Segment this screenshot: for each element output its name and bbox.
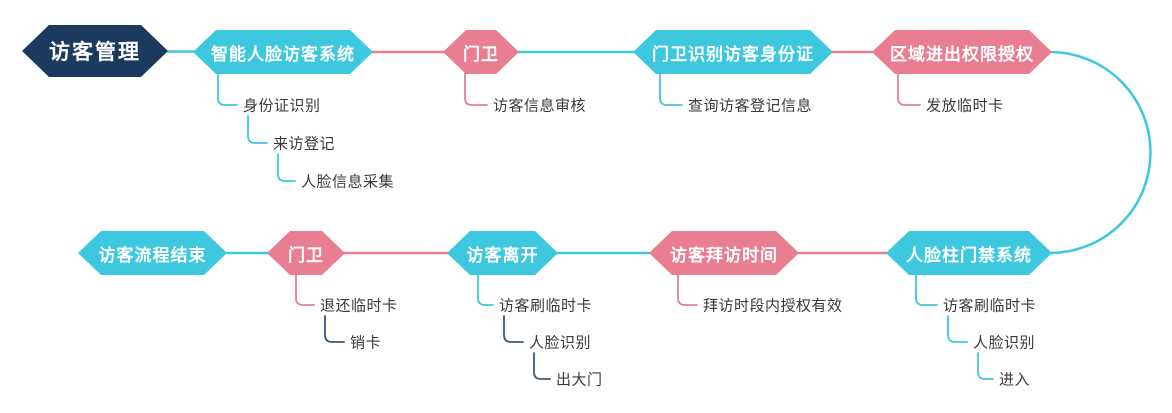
node-label: 访客管理 [49, 41, 141, 64]
sub-item-cancel-card[interactable]: 销卡 [350, 334, 382, 352]
branch-id-check-1 [659, 72, 683, 106]
branch-area-auth-1 [897, 72, 921, 106]
node-visit-time[interactable]: 访客拜访时间 [649, 231, 799, 275]
sub-item-swipe-temp-card-enter[interactable]: 访客刷临时卡 [943, 297, 1037, 315]
branch-visit-time-1 [677, 273, 698, 306]
node-guard-id-verification[interactable]: 门卫识别访客身份证 [633, 30, 833, 74]
branch-access-system-3 [977, 352, 994, 380]
sub-item-exit-gate[interactable]: 出大门 [556, 371, 603, 389]
node-label: 门卫识别访客身份证 [652, 44, 814, 64]
branch-visitor-leave-3 [533, 352, 551, 380]
node-label: 门卫 [288, 245, 324, 265]
sub-item-id-card-recognition[interactable]: 身份证识别 [243, 97, 321, 115]
node-label: 访客离开 [466, 245, 539, 265]
branch-guard-1 [464, 72, 488, 106]
sub-item-enter[interactable]: 进入 [999, 371, 1031, 389]
branch-guard2-1 [295, 273, 315, 306]
sub-item-face-recognition-leave[interactable]: 人脸识别 [529, 334, 592, 352]
node-label: 智能人脸访客系统 [211, 44, 355, 64]
sub-item-visit-registration[interactable]: 来访登记 [273, 135, 336, 153]
node-label: 门卫 [463, 44, 499, 64]
node-face-pillar-access-system[interactable]: 人脸柱门禁系统 [886, 231, 1052, 275]
node-label: 区域进出权限授权 [890, 44, 1034, 64]
branch-access-system-2 [947, 315, 968, 343]
branch-guard2-2 [324, 315, 345, 343]
node-visitor-leave[interactable]: 访客离开 [447, 231, 558, 275]
sub-item-face-recognition-enter[interactable]: 人脸识别 [973, 334, 1036, 352]
node-area-access-authorization[interactable]: 区域进出权限授权 [872, 30, 1052, 74]
sub-item-face-info-collection[interactable]: 人脸信息采集 [301, 173, 395, 191]
node-visitor-management[interactable]: 访客管理 [22, 25, 168, 77]
branch-visitor-leave-1 [477, 273, 494, 306]
sub-item-swipe-temp-card-leave[interactable]: 访客刷临时卡 [499, 297, 593, 315]
branch-face-system-2 [247, 115, 268, 144]
node-flow-end[interactable]: 访客流程结束 [78, 231, 227, 275]
sub-item-return-temp-card[interactable]: 退还临时卡 [320, 297, 398, 315]
branch-face-system-1 [217, 72, 238, 106]
node-label: 访客拜访时间 [670, 245, 778, 265]
link-area-auth-to-access-system-curve [1048, 50, 1152, 255]
sub-item-visitor-info-review[interactable]: 访客信息审核 [493, 97, 587, 115]
branch-visitor-leave-2 [503, 315, 524, 343]
branch-face-system-3 [277, 153, 296, 182]
sub-item-query-registration-info[interactable]: 查询访客登记信息 [688, 97, 813, 115]
branch-access-system-1 [915, 273, 938, 306]
sub-item-auth-valid-in-period[interactable]: 拜访时段内授权有效 [703, 297, 843, 315]
node-label: 访客流程结束 [98, 245, 207, 265]
node-label: 人脸柱门禁系统 [906, 245, 1032, 265]
sub-item-issue-temp-card[interactable]: 发放临时卡 [926, 97, 1004, 115]
node-smart-face-visitor-system[interactable]: 智能人脸访客系统 [193, 30, 373, 74]
